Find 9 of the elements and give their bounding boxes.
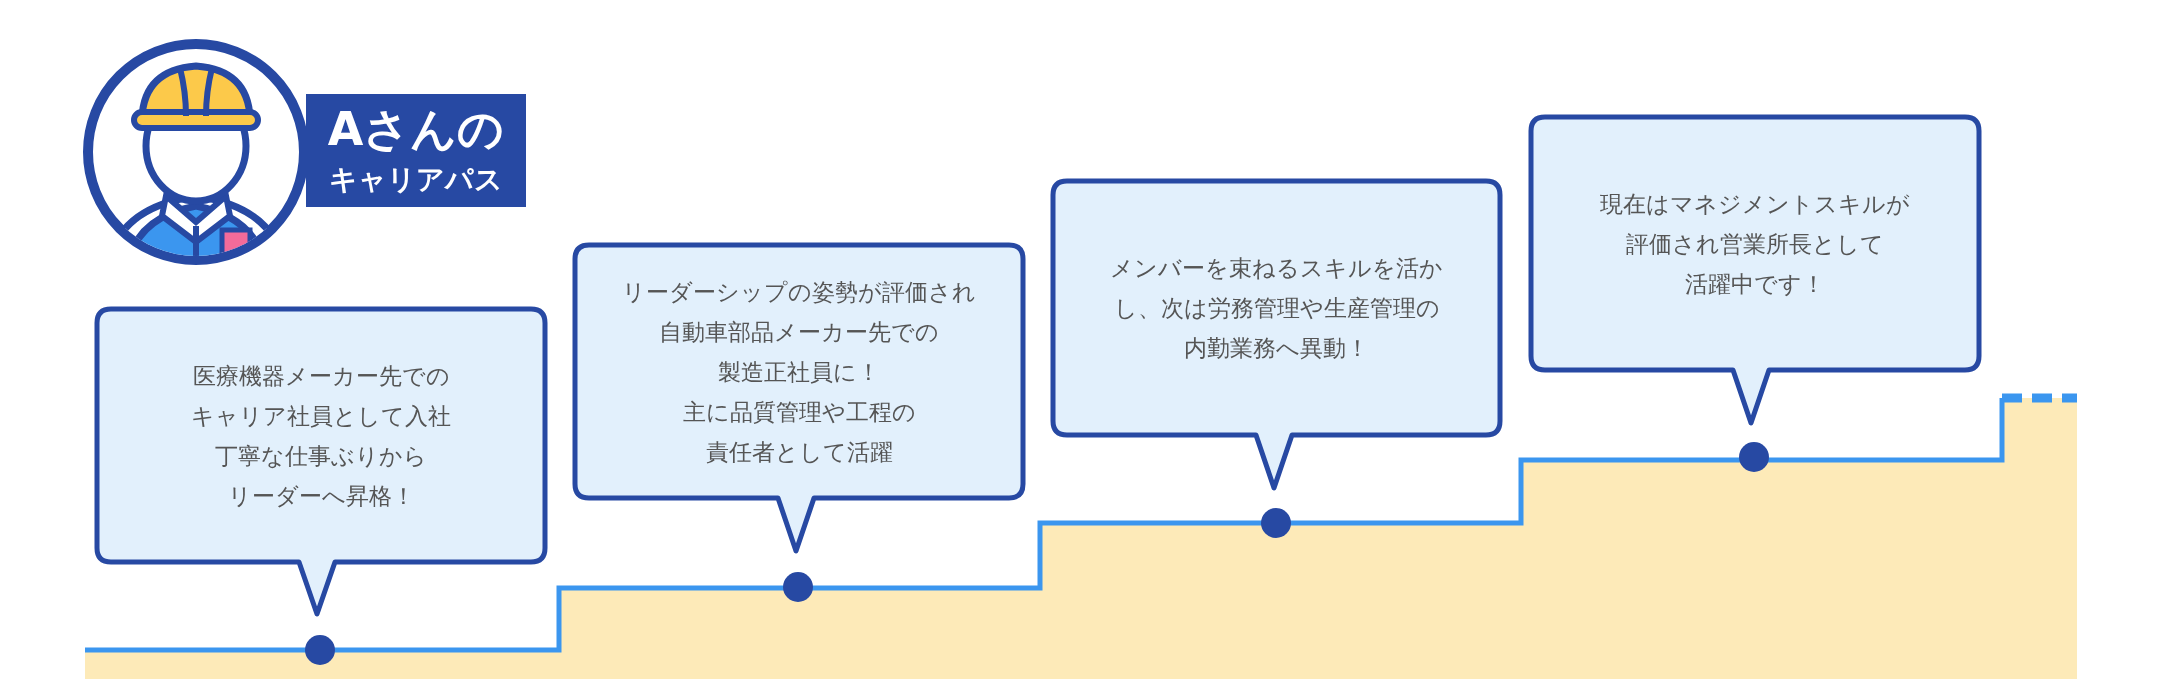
speech-bubble (1050, 178, 1503, 492)
speech-bubble (1528, 114, 1982, 427)
career-text: 医療機器メーカー先でのキャリア社員として入社丁寧な仕事ぶりからリーダーへ昇格！ (190, 362, 452, 511)
career-text: リーダーシップの姿勢が評価され自動車部品メーカー先での製造正社員に！主に品質管理や工程の責任者として活躍 (621, 278, 977, 467)
career-text: メンバーを束ねるスキルを活かし、次は労務管理や生産管理の内勤業務へ異動！ (1109, 254, 1444, 363)
speech-bubble (572, 242, 1026, 555)
title-banner: Aさんのキャリアパス (306, 94, 526, 207)
career-text: 現在はマネジメントスキルが評価され営業所長として活躍中です！ (1599, 190, 1911, 299)
speech-bubble (94, 306, 548, 618)
